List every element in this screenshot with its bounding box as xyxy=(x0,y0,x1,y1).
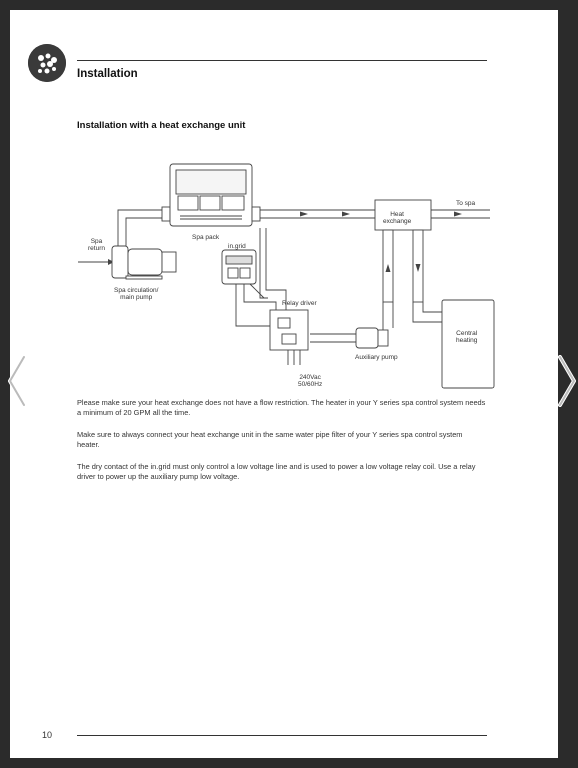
label-spa-pack: Spa pack xyxy=(192,234,220,241)
label-in-grid: in.grid xyxy=(228,243,246,250)
brand-logo-icon xyxy=(28,44,66,82)
subsection-title: Installation with a heat exchange unit xyxy=(77,120,246,131)
paragraph-pipe-filter: Make sure to always connect your heat ex… xyxy=(77,430,463,449)
installation-diagram-drawing xyxy=(78,163,495,389)
footer-divider xyxy=(77,735,487,736)
label-spa-circulation-pump: Spa circulation/main pump xyxy=(114,287,159,302)
section-title: Installation xyxy=(77,68,138,80)
chevron-left-icon xyxy=(8,355,26,407)
previous-page-button[interactable] xyxy=(6,355,28,407)
header-divider xyxy=(77,60,487,61)
document-page: Installation Installation with a heat ex… xyxy=(10,10,558,758)
label-relay-driver: Relay driver xyxy=(282,300,317,307)
page-number: 10 xyxy=(42,730,53,740)
chevron-right-icon xyxy=(558,355,576,407)
label-auxiliary-pump: Auxiliary pump xyxy=(355,354,398,361)
paragraph-flow-restriction: Please make sure your heat exchange does… xyxy=(77,398,486,417)
next-page-button[interactable] xyxy=(556,355,578,407)
label-to-spa: To spa xyxy=(456,200,476,207)
paragraph-dry-contact: The dry contact of the in.grid must only… xyxy=(77,462,476,481)
